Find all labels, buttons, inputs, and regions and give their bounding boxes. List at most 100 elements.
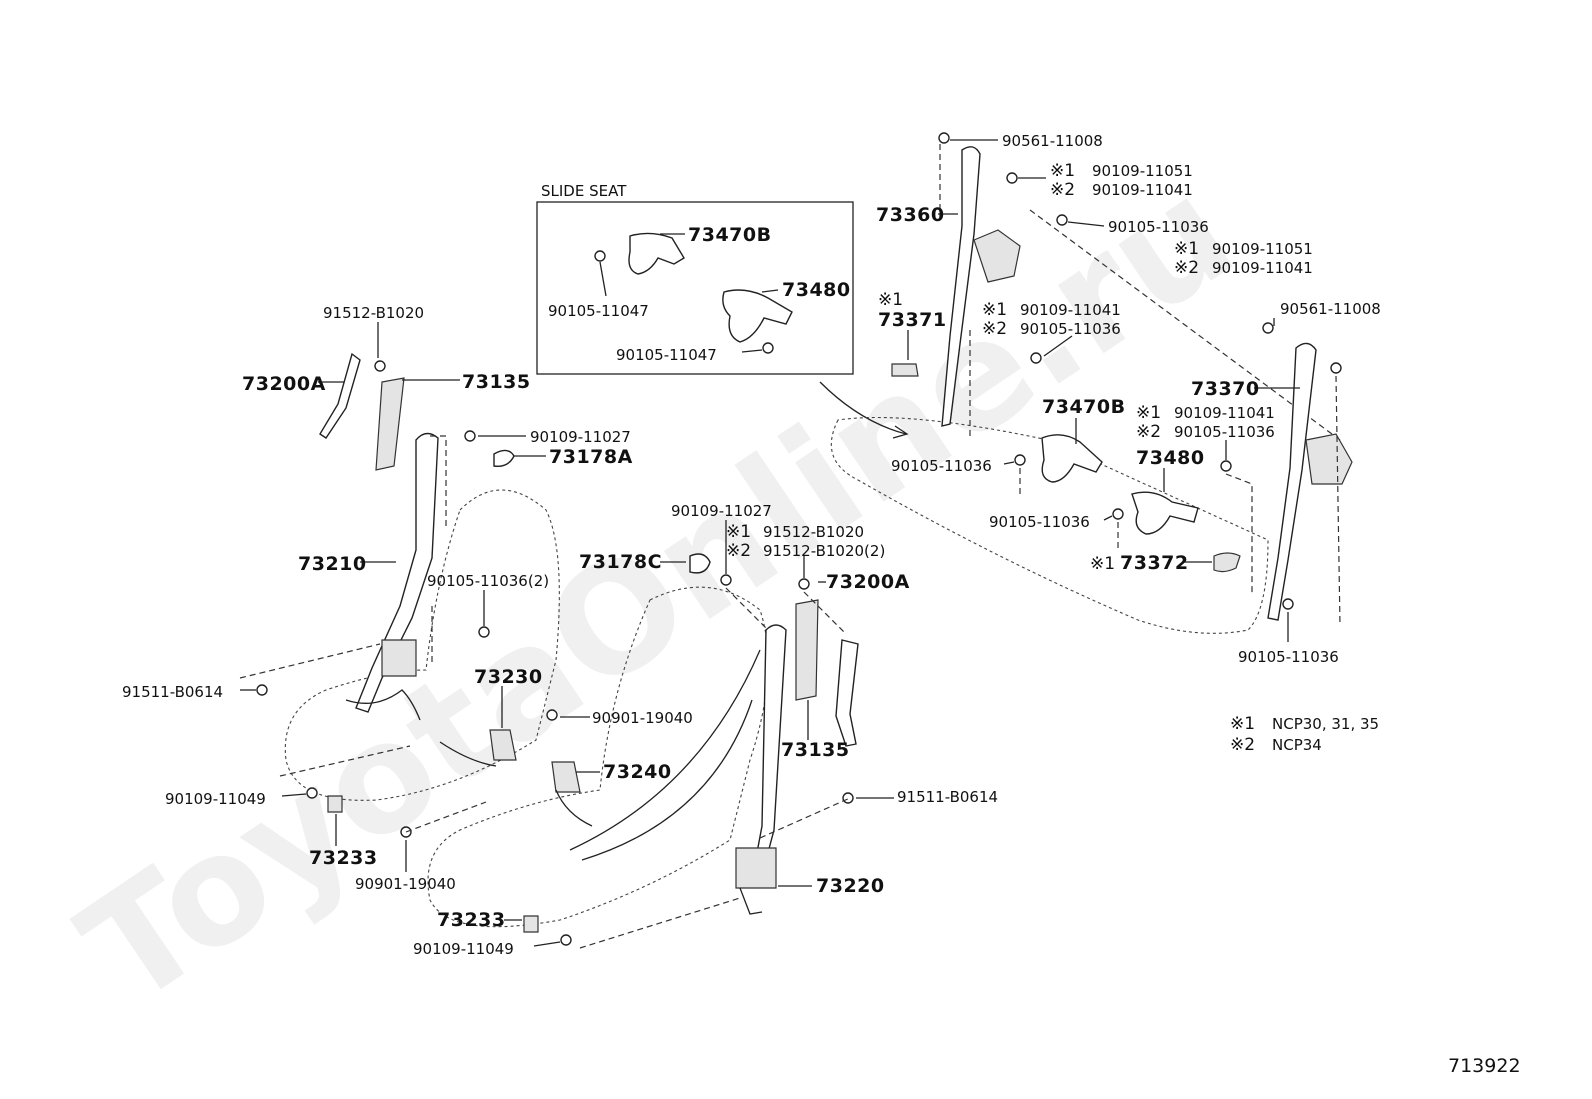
inset-title: SLIDE SEAT — [541, 182, 627, 200]
legend-text1: NCP30, 31, 35 — [1272, 715, 1379, 733]
belt-73360-icon — [941, 146, 981, 427]
label-90105-11036-top: 90105-11036 — [1108, 218, 1209, 236]
cover-73178c-icon — [689, 553, 711, 574]
buckle-73480-icon — [1131, 491, 1199, 535]
label-90109-11041-a: 90109-11041 — [1092, 181, 1193, 199]
label-90109-11041-c: 90109-11041 — [1020, 301, 1121, 319]
figure-number: 713922 — [1448, 1055, 1521, 1077]
mark1-rear-h: ※1 — [1090, 554, 1115, 574]
mark1-rear-b: ※1 — [1174, 239, 1199, 259]
inset-bolt-icon — [594, 250, 606, 262]
dashed-guide — [430, 435, 447, 526]
label-90109-11027-left: 90109-11027 — [530, 428, 631, 446]
slide-seat-inset — [536, 201, 854, 375]
label-73233-right: 73233 — [437, 909, 506, 931]
label-90105-11036-d: 90105-11036 — [1020, 320, 1121, 338]
bolt-icon — [256, 684, 268, 696]
mark1-rear-e: ※1 — [1136, 403, 1161, 423]
bracket-73200a-icon — [319, 352, 361, 439]
belt-lap-strap — [581, 699, 753, 861]
inset-frame — [536, 201, 854, 375]
dashed-guide — [239, 643, 381, 679]
bolt-icon — [374, 360, 386, 372]
leader-line — [1103, 515, 1113, 521]
bolt-icon — [720, 574, 732, 586]
label-90105-11036-2: 90105-11036(2) — [427, 572, 549, 590]
mark2-rear-b: ※2 — [1174, 258, 1199, 278]
front-right-seat-outline — [427, 586, 769, 928]
label-90109-11051-b: 90109-11051 — [1212, 240, 1313, 258]
retractor-73370-icon — [1305, 433, 1353, 485]
watermark: ToyotaOnline.ru — [53, 145, 1263, 1040]
mark1-rear-c: ※1 — [878, 290, 903, 310]
label-91511-b0614-right: 91511-B0614 — [897, 788, 998, 806]
label-90105-11047-lower: 90105-11047 — [616, 346, 717, 364]
inset-bolt-icon — [762, 342, 774, 354]
part-73371-icon — [891, 363, 919, 377]
label-73480-inset: 73480 — [782, 279, 851, 301]
label-90105-11047-upper: 90105-11047 — [548, 302, 649, 320]
retractor-icon — [381, 639, 417, 677]
buckle-73470b-icon — [1041, 434, 1103, 483]
label-91512-b1020: 91512-B1020 — [323, 304, 424, 322]
label-91511-b0614-left: 91511-B0614 — [122, 683, 223, 701]
label-73372: 73372 — [1120, 552, 1189, 574]
bolt-icon — [1112, 508, 1124, 520]
buckle-cable — [439, 741, 497, 767]
inset-pointer-arrow — [819, 381, 907, 435]
dashed-guide — [279, 745, 411, 777]
mark1-front-right: ※1 — [726, 522, 751, 542]
bolt-icon — [1006, 172, 1018, 184]
bolt-icon — [1220, 460, 1232, 472]
label-73210: 73210 — [298, 553, 367, 575]
bolt-icon — [938, 132, 950, 144]
bolt-icon — [306, 787, 318, 799]
bolt-icon — [1330, 362, 1342, 374]
bolt-icon — [1030, 352, 1042, 364]
bolt-icon — [842, 792, 854, 804]
label-73360: 73360 — [876, 204, 945, 226]
label-90561-11008-a: 90561-11008 — [1002, 132, 1103, 150]
label-90105-11036-h: 90105-11036 — [1238, 648, 1339, 666]
rear-seat-back-outline — [1029, 209, 1341, 441]
legend-text2: NCP34 — [1272, 736, 1322, 754]
bolt-icon — [1262, 322, 1274, 334]
dashed-guide — [405, 801, 487, 833]
mark2-rear-a: ※2 — [1050, 180, 1075, 200]
leader-line — [741, 349, 763, 353]
dashed-guide — [1335, 375, 1341, 627]
label-90901-19040-b: 90901-19040 — [355, 875, 456, 893]
buckle-73240-icon — [551, 761, 581, 793]
buckle-73230-icon — [489, 729, 517, 761]
legend-mark2: ※2 — [1230, 735, 1255, 755]
leader-line — [533, 941, 561, 947]
bolt-icon — [798, 578, 810, 590]
label-90109-11049-right: 90109-11049 — [413, 940, 514, 958]
label-73200a-left: 73200A — [242, 373, 326, 395]
mark2-front-right: ※2 — [726, 541, 751, 561]
rear-seat-group — [830, 132, 1353, 642]
rear-seat-cushion-outline — [830, 416, 1269, 634]
leader-line — [1003, 461, 1015, 465]
label-91512-b1020-right: 91512-B1020 — [763, 523, 864, 541]
label-73470b-rear: 73470B — [1042, 396, 1126, 418]
label-90109-11051-a: 90109-11051 — [1092, 162, 1193, 180]
belt-73370-icon — [1267, 342, 1317, 621]
mark1-rear-a: ※1 — [1050, 161, 1075, 181]
label-73178a: 73178A — [549, 446, 633, 468]
label-90105-11036-e: 90105-11036 — [1174, 423, 1275, 441]
mark2-rear-e: ※2 — [1136, 422, 1161, 442]
label-73200a-right: 73200A — [826, 571, 910, 593]
belt-lap-strap — [569, 649, 761, 851]
mark1-rear-d: ※1 — [982, 300, 1007, 320]
bolt-icon — [1014, 454, 1026, 466]
bolt-icon — [1056, 214, 1068, 226]
label-73230: 73230 — [474, 666, 543, 688]
label-73370: 73370 — [1191, 378, 1260, 400]
label-91512-b1020-2: 91512-B1020(2) — [763, 542, 885, 560]
belt-73210-icon — [355, 432, 439, 713]
bolt-icon — [478, 626, 490, 638]
bolt-icon — [1282, 598, 1294, 610]
